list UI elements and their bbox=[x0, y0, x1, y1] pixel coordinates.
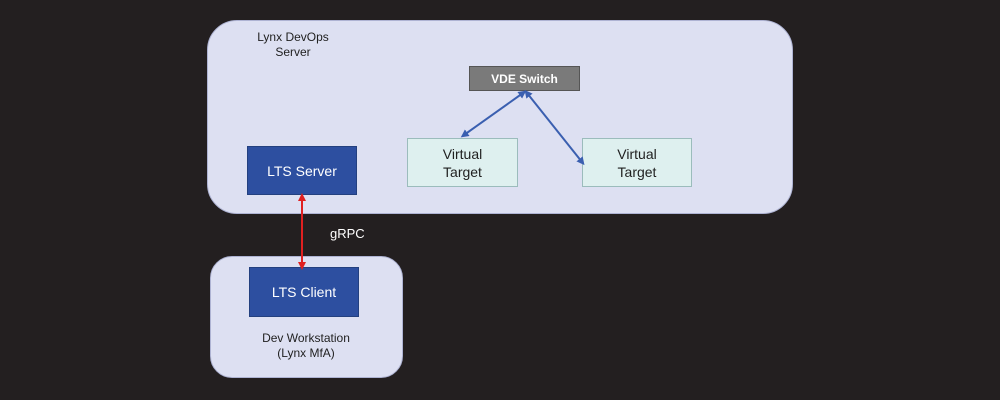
virtual-target-box-1: Virtual Target bbox=[407, 138, 518, 187]
virtual-target-box-2: Virtual Target bbox=[582, 138, 692, 187]
lts-server-box: LTS Server bbox=[247, 146, 357, 195]
virtual-target-label-2: Virtual Target bbox=[617, 145, 657, 180]
lts-client-label: LTS Client bbox=[271, 284, 337, 300]
dev-workstation-label: Dev Workstation (Lynx MfA) bbox=[262, 331, 350, 360]
vde-switch-label: VDE Switch bbox=[491, 71, 558, 86]
vde-switch-box: VDE Switch bbox=[469, 66, 580, 91]
devops-server-label: Lynx DevOps Server bbox=[257, 30, 329, 59]
virtual-target-label-1: Virtual Target bbox=[442, 145, 483, 180]
lts-client-box: LTS Client bbox=[249, 267, 359, 317]
grpc-protocol-label: gRPC bbox=[330, 226, 365, 241]
lts-server-label: LTS Server bbox=[267, 162, 337, 179]
